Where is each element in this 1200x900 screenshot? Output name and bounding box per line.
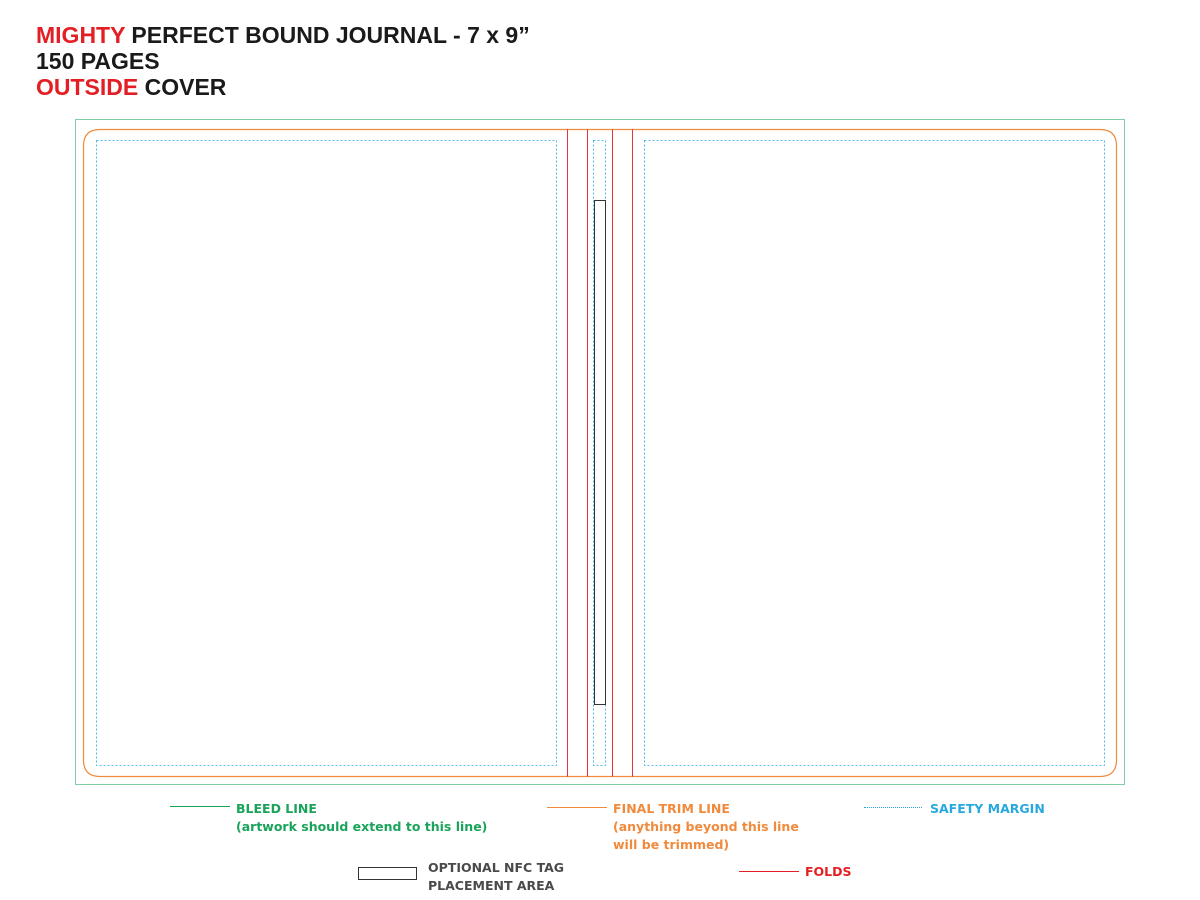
bleed-line <box>75 119 1125 785</box>
safety-margin-spine <box>593 140 606 766</box>
legend-trim-note-1: (anything beyond this line <box>613 819 799 834</box>
safety-margin-back-cover <box>96 140 557 766</box>
legend-nfc-sample <box>358 867 417 880</box>
title-side: OUTSIDE <box>36 74 139 100</box>
legend-bleed-title: BLEED LINE <box>236 801 317 816</box>
legend-bleed: BLEED LINE (artwork should extend to thi… <box>236 800 487 836</box>
legend-safety: SAFETY MARGIN <box>930 800 1045 818</box>
legend-safety-sample <box>864 807 922 808</box>
legend-trim-title: FINAL TRIM LINE <box>613 801 730 816</box>
title-line-cover: OUTSIDE COVER <box>36 74 530 100</box>
title-cover: COVER <box>138 74 227 100</box>
legend-folds-title: FOLDS <box>805 864 852 879</box>
legend-folds: FOLDS <box>805 863 852 881</box>
legend-trim: FINAL TRIM LINE (anything beyond this li… <box>613 800 799 854</box>
legend-bleed-sample <box>170 806 230 807</box>
legend-nfc-title-2: PLACEMENT AREA <box>428 878 555 893</box>
title-brand: MIGHTY <box>36 22 126 48</box>
legend-trim-note-2: will be trimmed) <box>613 837 730 852</box>
title-line-pages: 150 PAGES <box>36 48 160 74</box>
legend-trim-sample <box>547 807 607 808</box>
legend-nfc: OPTIONAL NFC TAG PLACEMENT AREA <box>428 859 564 895</box>
final-trim-line <box>82 128 1118 778</box>
template-title: MIGHTY PERFECT BOUND JOURNAL - 7 x 9” 15… <box>36 22 530 100</box>
title-line-product: MIGHTY PERFECT BOUND JOURNAL - 7 x 9” <box>36 22 530 48</box>
safety-margin-front-cover <box>644 140 1105 766</box>
nfc-tag-placement-area <box>594 200 606 705</box>
title-product: PERFECT BOUND JOURNAL - 7 x 9” <box>125 22 530 48</box>
legend-safety-title: SAFETY MARGIN <box>930 801 1045 816</box>
legend-bleed-note: (artwork should extend to this line) <box>236 819 488 834</box>
legend-folds-sample <box>739 871 799 872</box>
legend-nfc-title-1: OPTIONAL NFC TAG <box>428 860 565 875</box>
